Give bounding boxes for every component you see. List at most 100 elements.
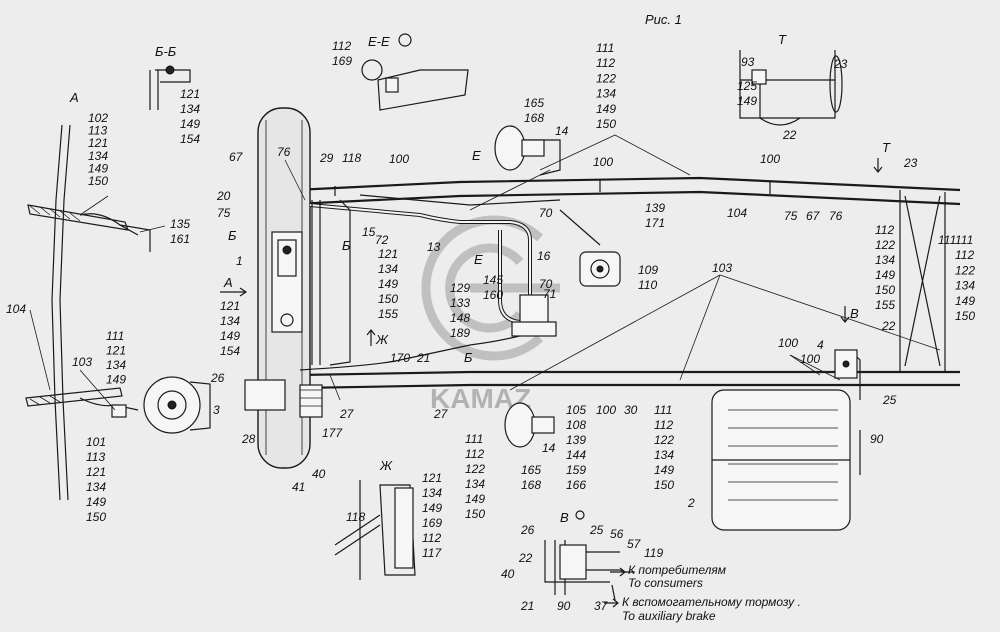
label-chamber_upper-1: 168 bbox=[524, 111, 544, 125]
section-bb: Б-Б bbox=[155, 44, 177, 59]
label-100-b: 100 bbox=[593, 155, 613, 169]
detail-bb bbox=[149, 65, 191, 110]
label-left_mid-2: 149 bbox=[220, 329, 240, 343]
label-right_edge-1: 112 bbox=[955, 248, 974, 262]
front-brake-assembly bbox=[244, 379, 323, 418]
label-frame_top-0: 111 bbox=[596, 41, 614, 55]
label-13: 13 bbox=[427, 240, 441, 254]
label-right_side-2: 134 bbox=[875, 253, 895, 267]
label-frame_top-3: 134 bbox=[596, 87, 616, 101]
label-23-t: 23 bbox=[833, 57, 848, 71]
label-zh_detail-2: 149 bbox=[422, 501, 442, 515]
label-v-37: 37 bbox=[594, 599, 609, 613]
label-lower_105-3: 144 bbox=[566, 448, 586, 462]
label-left_bottom-0: 101 bbox=[86, 435, 106, 449]
label-left_bottom-1: 113 bbox=[86, 450, 105, 464]
label-26: 26 bbox=[210, 371, 225, 385]
label-center_mid-3: 150 bbox=[378, 292, 398, 306]
brake-chamber-lower bbox=[504, 402, 555, 448]
aux-brake-arrow-icon bbox=[604, 598, 619, 608]
label-177: 177 bbox=[322, 426, 343, 440]
detail-ee bbox=[361, 59, 469, 111]
label-111-right: 111 bbox=[938, 233, 956, 247]
label-104-left: 104 bbox=[6, 302, 26, 316]
note-consumers-en: To consumers bbox=[628, 576, 703, 590]
label-zh_detail-5: 117 bbox=[422, 546, 442, 560]
air-receiver bbox=[711, 389, 851, 531]
label-104-upper: 104 bbox=[727, 206, 747, 220]
arrow-mark-e-mid: Е bbox=[474, 252, 483, 267]
label-lower_mid-2: 122 bbox=[465, 462, 485, 476]
detail-a bbox=[25, 124, 211, 501]
label-right_side-4: 150 bbox=[875, 283, 895, 297]
label-a_top-4: 149 bbox=[88, 161, 108, 175]
label-lower_105-5: 166 bbox=[566, 478, 586, 492]
figure-title: Рис. 1 bbox=[645, 12, 682, 27]
label-chamber_lower-0: 165 bbox=[521, 463, 541, 477]
label-valve-1: 133 bbox=[450, 296, 470, 310]
label-a_top-0: 102 bbox=[88, 111, 108, 125]
section-a: А bbox=[69, 90, 79, 105]
label-frame_top-2: 122 bbox=[596, 71, 616, 85]
label-103-center: 103 bbox=[712, 261, 732, 275]
label-frame_top-4: 149 bbox=[596, 102, 616, 116]
consumers-arrow-icon bbox=[610, 567, 626, 577]
valve-4 bbox=[834, 349, 858, 379]
label-100-c: 100 bbox=[760, 152, 780, 166]
label-v-56: 56 bbox=[610, 527, 624, 541]
arrow-t-icon bbox=[873, 158, 883, 173]
label-30: 30 bbox=[624, 403, 638, 417]
label-29: 29 bbox=[319, 151, 334, 165]
label-bb-3: 154 bbox=[180, 132, 200, 146]
label-left_mid-1: 134 bbox=[220, 314, 240, 328]
label-v-57: 57 bbox=[627, 537, 642, 551]
label-100-e: 100 bbox=[800, 352, 820, 366]
label-frame_top-1: 112 bbox=[596, 56, 615, 70]
arrow-zh-icon bbox=[366, 329, 376, 346]
section-ee: Е-Е bbox=[368, 34, 390, 49]
label-bb-2: 149 bbox=[180, 117, 200, 131]
label-lower_right-0: 111 bbox=[654, 403, 672, 417]
label-21: 21 bbox=[416, 351, 430, 365]
label-23: 23 bbox=[903, 156, 918, 170]
section-ee-circle-icon bbox=[398, 33, 412, 47]
frame-rails bbox=[294, 176, 961, 390]
label-70-a: 70 bbox=[539, 206, 553, 220]
detail-zh bbox=[334, 480, 416, 580]
label-103-left: 103 bbox=[72, 355, 92, 369]
arrow-mark-v: В bbox=[850, 306, 859, 321]
label-left_bottom-4: 149 bbox=[86, 495, 106, 509]
label-90: 90 bbox=[870, 432, 884, 446]
label-frame_top-5: 150 bbox=[596, 117, 616, 131]
label-right_edge-3: 134 bbox=[955, 279, 975, 293]
note-consumers-ru: К потребителям bbox=[628, 563, 726, 577]
label-75-upper: 75 bbox=[784, 209, 798, 223]
label-70-b: 70 bbox=[539, 277, 553, 291]
label-100-a: 100 bbox=[389, 152, 409, 166]
label-lower_105-0: 105 bbox=[566, 403, 586, 417]
label-valve-0: 129 bbox=[450, 281, 470, 295]
label-93: 93 bbox=[741, 55, 755, 69]
label-right_side-5: 155 bbox=[875, 298, 895, 312]
label-right_edge-2: 122 bbox=[955, 263, 975, 277]
label-right_side-1: 122 bbox=[875, 238, 895, 252]
label-right_edge-5: 150 bbox=[955, 309, 975, 323]
arrow-mark-e-top: Е bbox=[472, 148, 481, 163]
label-left_low-2: 134 bbox=[106, 358, 126, 372]
label-bb-1: 134 bbox=[180, 102, 200, 116]
label-part_135-0: 135 bbox=[170, 217, 190, 231]
label-15: 15 bbox=[362, 225, 376, 239]
arrow-mark-b-mid: Б bbox=[342, 238, 351, 253]
label-ee-1: 169 bbox=[332, 54, 352, 68]
note-aux-brake-en: To auxiliary brake bbox=[622, 609, 716, 623]
